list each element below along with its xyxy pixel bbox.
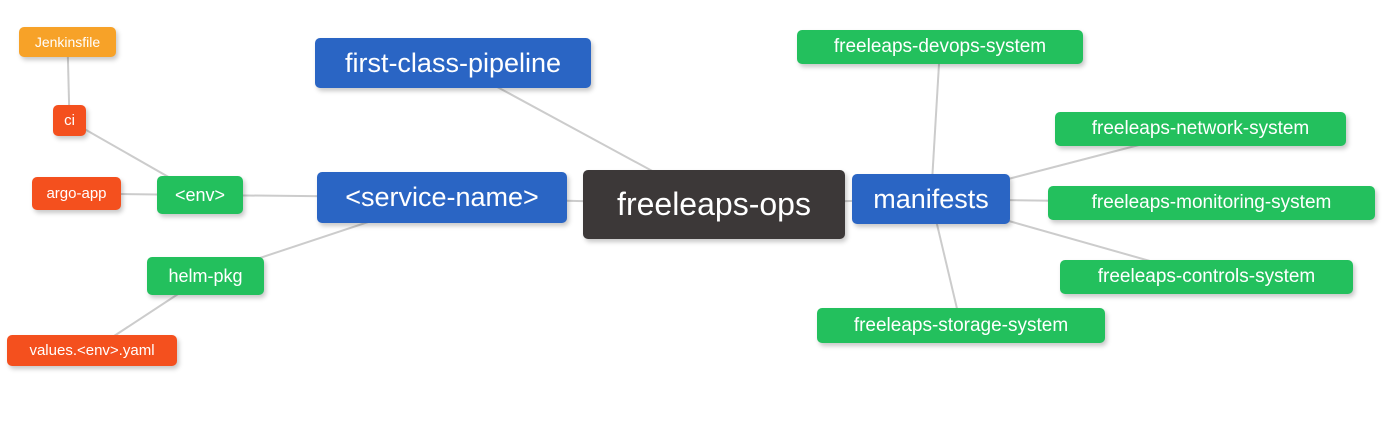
node-first-class-pipeline[interactable]: first-class-pipeline: [315, 38, 591, 88]
edge-manifests-freeleaps-devops-system: [930, 46, 941, 200]
node-manifests[interactable]: manifests: [852, 174, 1010, 224]
node-freeleaps-devops-system[interactable]: freeleaps-devops-system: [797, 30, 1083, 64]
node-service-name[interactable]: <service-name>: [317, 172, 567, 223]
node-freeleaps-monitoring-system[interactable]: freeleaps-monitoring-system: [1048, 186, 1375, 220]
node-helm-pkg[interactable]: helm-pkg: [147, 257, 264, 295]
node-values-env-yaml[interactable]: values.<env>.yaml: [7, 335, 177, 366]
node-freeleaps-storage-system[interactable]: freeleaps-storage-system: [817, 308, 1105, 343]
node-freeleaps-network-system[interactable]: freeleaps-network-system: [1055, 112, 1346, 146]
node-freeleaps-controls-system[interactable]: freeleaps-controls-system: [1060, 260, 1353, 294]
node-ci[interactable]: ci: [53, 105, 86, 136]
node-env[interactable]: <env>: [157, 176, 243, 214]
node-jenkinsfile[interactable]: Jenkinsfile: [19, 27, 116, 57]
node-freeleaps-ops[interactable]: freeleaps-ops: [583, 170, 845, 239]
node-argo-app[interactable]: argo-app: [32, 177, 121, 210]
